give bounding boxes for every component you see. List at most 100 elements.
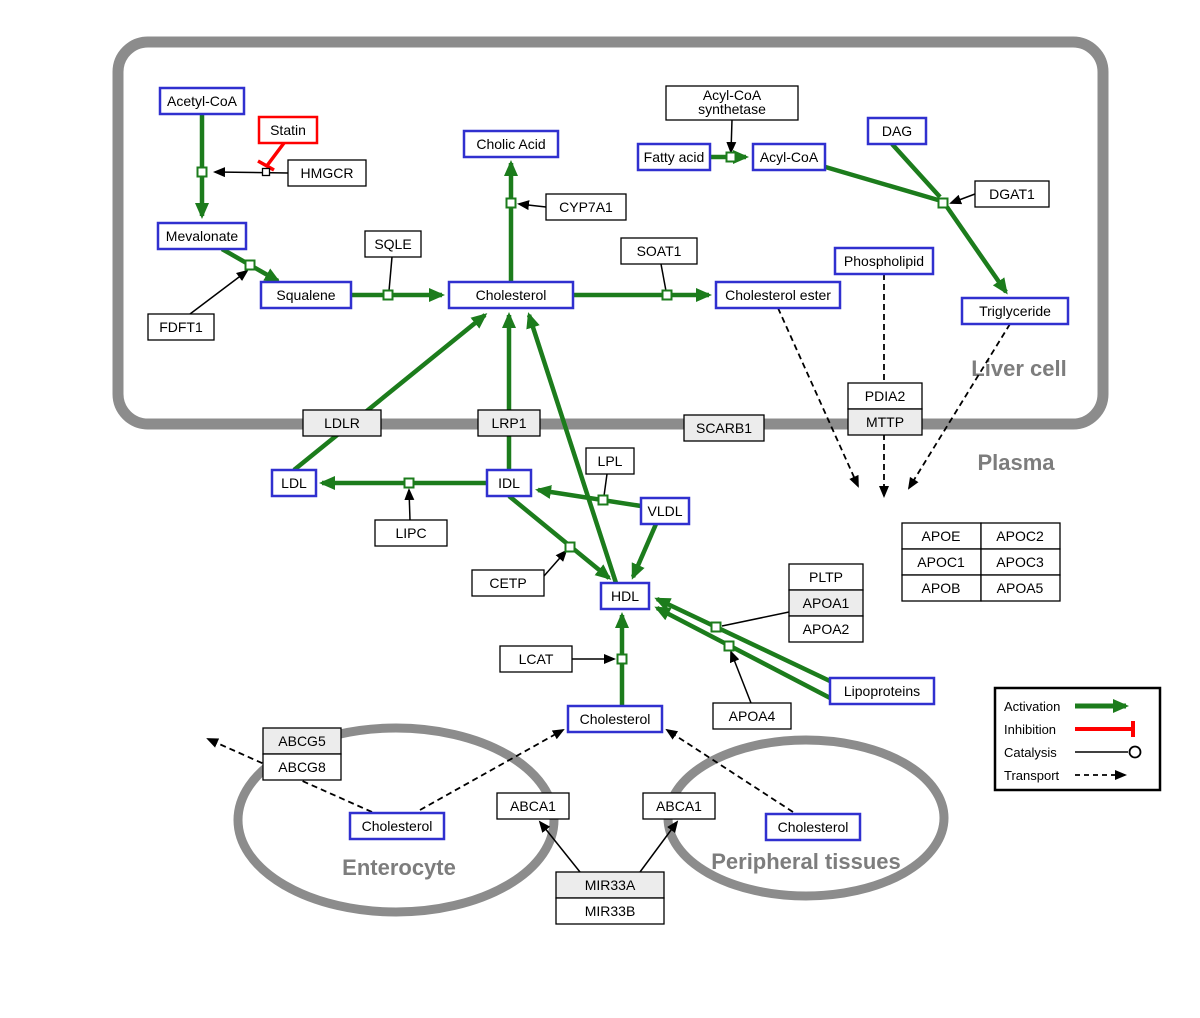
node-pdia2[interactable]: PDIA2 [847, 382, 923, 410]
node-lcat[interactable]: LCAT [499, 645, 573, 673]
node-hmgcr[interactable]: HMGCR [287, 159, 367, 187]
node-mir33a[interactable]: MIR33A [555, 871, 665, 899]
node-cholesterol-ester[interactable]: Cholesterol ester [714, 280, 842, 310]
box [764, 812, 862, 842]
edge-apoa4-catalysis [729, 650, 752, 704]
box [259, 280, 353, 310]
node-lpl[interactable]: LPL [585, 447, 635, 475]
node-apob[interactable]: APOB [901, 574, 982, 602]
edge-dgat1-triglyceride [945, 205, 1008, 295]
node-soat1[interactable]: SOAT1 [620, 237, 698, 265]
node-apoa5[interactable]: APOA5 [980, 574, 1061, 602]
box [788, 615, 864, 643]
node-squalene[interactable]: Squalene [259, 280, 353, 310]
node-abcg8[interactable]: ABCG8 [262, 753, 342, 781]
node-apoc2[interactable]: APOC2 [980, 522, 1061, 550]
statin-inhibition-tbar [257, 159, 275, 172]
label: Lipoproteins [844, 683, 920, 699]
legend-catalysis-label: Catalysis [1004, 745, 1057, 760]
label: Fatty acid [644, 149, 705, 165]
node-acetyl-coa[interactable]: Acetyl-CoA [158, 86, 246, 116]
box [566, 704, 664, 734]
node-abca1-right[interactable]: ABCA1 [642, 792, 716, 820]
label: Acetyl-CoA [167, 93, 238, 109]
node-lipoproteins[interactable]: Lipoproteins [828, 676, 936, 706]
node-mevalonate[interactable]: Mevalonate [156, 221, 248, 251]
label: CETP [489, 575, 526, 591]
process-node [710, 621, 722, 633]
edge-fdft1-catalysis [189, 269, 249, 315]
edge-cetp-catalysis [543, 549, 568, 577]
label: ABCA1 [510, 798, 556, 814]
node-dag[interactable]: DAG [866, 116, 928, 146]
edge-acylcoa-dgat1 [821, 163, 939, 203]
node-idl[interactable]: IDL [485, 468, 533, 498]
label: SCARB1 [696, 420, 752, 436]
node-mir33b[interactable]: MIR33B [555, 897, 665, 925]
label: Acyl-CoA [703, 87, 762, 103]
box [866, 116, 928, 146]
node-apoe[interactable]: APOE [901, 522, 982, 550]
node-vldl[interactable]: VLDL [639, 496, 691, 526]
node-abca1-left[interactable]: ABCA1 [496, 792, 570, 820]
node-abcg5[interactable]: ABCG5 [262, 727, 342, 755]
label: Triglyceride [979, 303, 1051, 319]
edge-lpl-catalysis [603, 473, 608, 497]
label: MIR33A [585, 877, 636, 893]
node-sqle[interactable]: SQLE [364, 230, 422, 258]
label: SOAT1 [637, 243, 682, 259]
node-phospholipid[interactable]: Phospholipid [833, 246, 935, 276]
box [545, 193, 627, 221]
node-fdft1[interactable]: FDFT1 [147, 313, 215, 341]
node-lrp1[interactable]: LRP1 [477, 409, 541, 437]
node-apoa2[interactable]: APOA2 [788, 615, 864, 643]
label: SQLE [374, 236, 411, 252]
node-cholic-acid[interactable]: Cholic Acid [462, 129, 560, 159]
label: LRP1 [491, 415, 526, 431]
node-apoa1[interactable]: APOA1 [788, 589, 864, 617]
node-scarb1[interactable]: SCARB1 [683, 414, 765, 442]
edge-transport-cholesterolester-plasma [777, 307, 859, 488]
label: ABCA1 [656, 798, 702, 814]
label: CYP7A1 [559, 199, 613, 215]
node-triglyceride[interactable]: Triglyceride [960, 296, 1070, 326]
box [496, 792, 570, 820]
node-apoc3[interactable]: APOC3 [980, 548, 1061, 576]
plasma-label: Plasma [977, 450, 1055, 475]
node-lipc[interactable]: LIPC [374, 519, 448, 547]
node-ldlr[interactable]: LDLR [302, 409, 382, 437]
node-ldl[interactable]: LDL [270, 468, 318, 498]
box [364, 230, 422, 258]
node-mttp[interactable]: MTTP [847, 408, 923, 436]
edge-mir33-abca1-left [538, 820, 581, 873]
process-node [261, 167, 271, 177]
node-apoa4[interactable]: APOA4 [712, 702, 792, 730]
peripheral-tissues-label: Peripheral tissues [711, 849, 901, 874]
box [302, 409, 382, 437]
node-hdl[interactable]: HDL [599, 581, 651, 611]
node-dgat1[interactable]: DGAT1 [974, 180, 1050, 208]
box [712, 702, 792, 730]
box [620, 237, 698, 265]
box [788, 563, 864, 591]
enterocyte-compartment [233, 723, 559, 917]
edge-hmgcr-catalysis [213, 167, 289, 178]
node-statin[interactable]: Statin [257, 115, 319, 145]
node-apoc1[interactable]: APOC1 [901, 548, 982, 576]
label: VLDL [647, 503, 682, 519]
process-node [725, 151, 737, 163]
box [485, 468, 533, 498]
node-acyl-coa[interactable]: Acyl-CoA [751, 142, 827, 172]
process-node [403, 477, 415, 489]
node-pltp[interactable]: PLTP [788, 563, 864, 591]
node-cholesterol-enterocyte[interactable]: Cholesterol [348, 811, 446, 841]
node-cholesterol-plasma[interactable]: Cholesterol [566, 704, 664, 734]
node-cholesterol-peripheral[interactable]: Cholesterol [764, 812, 862, 842]
node-cyp7a1[interactable]: CYP7A1 [545, 193, 627, 221]
label: MIR33B [585, 903, 636, 919]
edge-sqle-catalysis [388, 256, 393, 292]
node-cetp[interactable]: CETP [471, 569, 545, 597]
node-fatty-acid[interactable]: Fatty acid [636, 142, 712, 172]
node-cholesterol-liver[interactable]: Cholesterol [447, 280, 575, 310]
